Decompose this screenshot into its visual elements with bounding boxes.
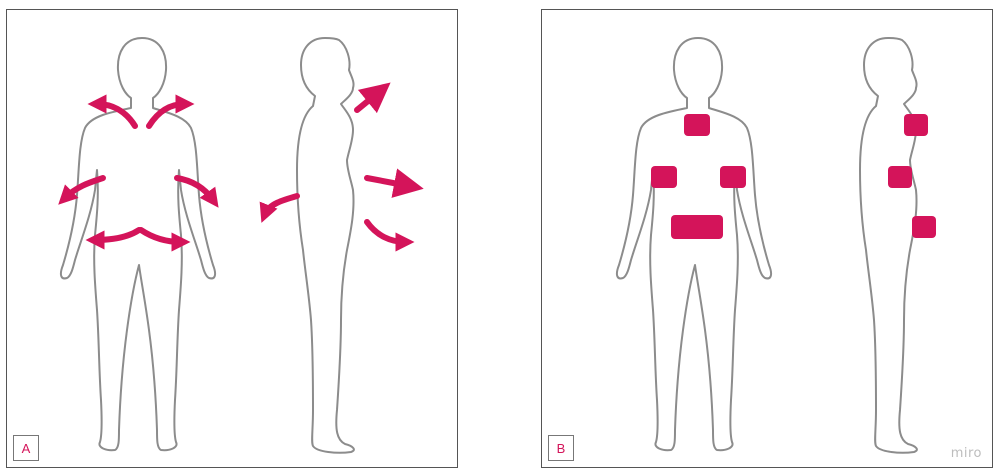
pad-chest-side (904, 114, 928, 136)
pad-waist-right (720, 166, 746, 188)
arrow-seat-side (367, 222, 405, 242)
arrow-shoulder-right (149, 104, 185, 126)
pad-hip-front (671, 215, 723, 239)
pad-back-side (888, 166, 912, 188)
arrow-chest-side (357, 92, 379, 110)
panel-b: B miro (541, 9, 993, 468)
miro-watermark: miro (951, 446, 982, 461)
pad-chest-front (684, 114, 710, 136)
panel-label-a: A (13, 435, 39, 461)
side-body-outline-a (297, 38, 354, 453)
panel-label-b: B (548, 435, 574, 461)
panel-a: A (6, 9, 458, 468)
front-body-outline-a (61, 38, 215, 450)
pad-seat-side (912, 216, 936, 238)
arrow-belly-side (367, 178, 409, 186)
arrow-hip-right (141, 230, 181, 242)
pad-waist-left (651, 166, 677, 188)
side-body-outline-b (860, 38, 917, 453)
arrow-back-side (265, 196, 297, 214)
front-body-outline-b (617, 38, 771, 450)
panel-a-drawing (7, 10, 459, 469)
arrow-hip-left (95, 230, 139, 240)
panel-b-drawing (542, 10, 994, 469)
